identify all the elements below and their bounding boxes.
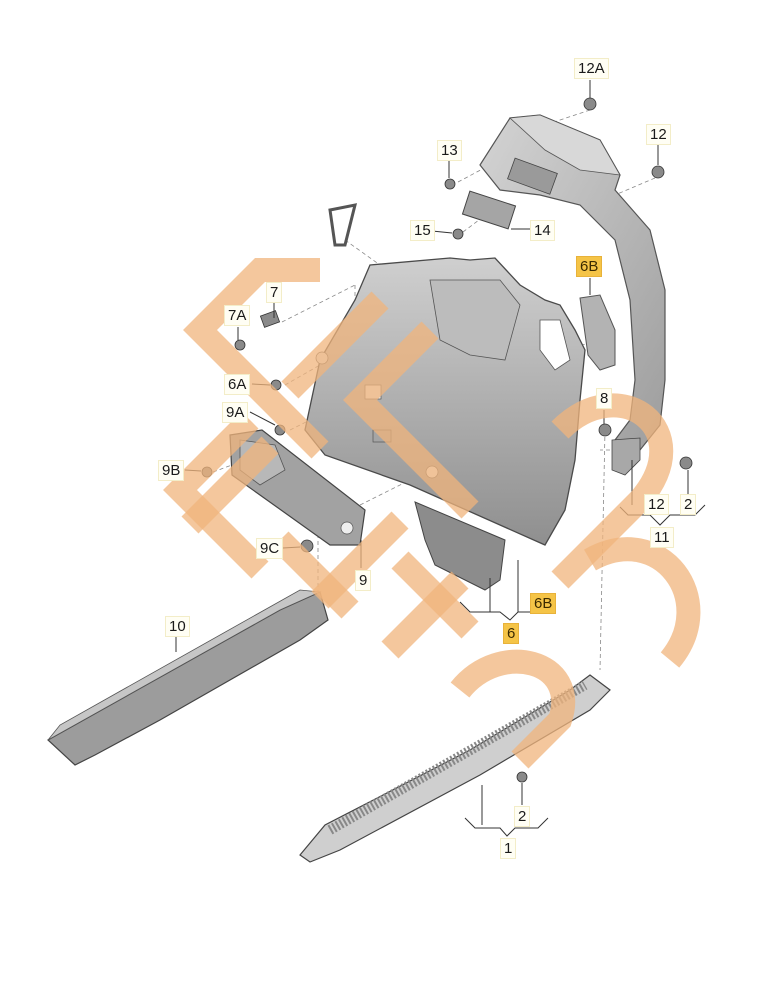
label-7: 7	[266, 282, 283, 303]
label-1: 1	[500, 838, 517, 859]
label-10: 10	[165, 616, 190, 637]
label-11: 11	[650, 527, 674, 548]
label-9C: 9C	[256, 538, 284, 559]
label-15: 15	[410, 220, 435, 241]
part-6B-cover	[579, 294, 616, 371]
label-8: 8	[596, 388, 613, 409]
watermark	[163, 258, 701, 769]
label-9: 9	[355, 570, 372, 591]
label-6: 6	[503, 623, 520, 644]
part-6-side-trim	[304, 203, 586, 591]
label-14: 14	[530, 220, 555, 241]
label-12-top: 12	[646, 124, 671, 145]
label-2-right: 2	[680, 494, 697, 515]
part-14-lamp	[461, 190, 517, 230]
label-6A: 6A	[224, 374, 251, 395]
label-6B-top: 6B	[576, 256, 603, 277]
label-12-lower: 12	[644, 494, 669, 515]
label-7A: 7A	[224, 305, 251, 326]
label-13: 13	[437, 140, 462, 161]
part-10-sill-trim	[46, 589, 329, 766]
label-12A: 12A	[574, 58, 609, 79]
part-1-sill-panel	[299, 674, 611, 863]
label-9A: 9A	[222, 402, 249, 423]
label-9B: 9B	[158, 460, 185, 481]
label-6B-lower: 6B	[530, 593, 557, 614]
part-11-pillar-trim	[479, 114, 666, 476]
label-2-bottom: 2	[514, 806, 531, 827]
